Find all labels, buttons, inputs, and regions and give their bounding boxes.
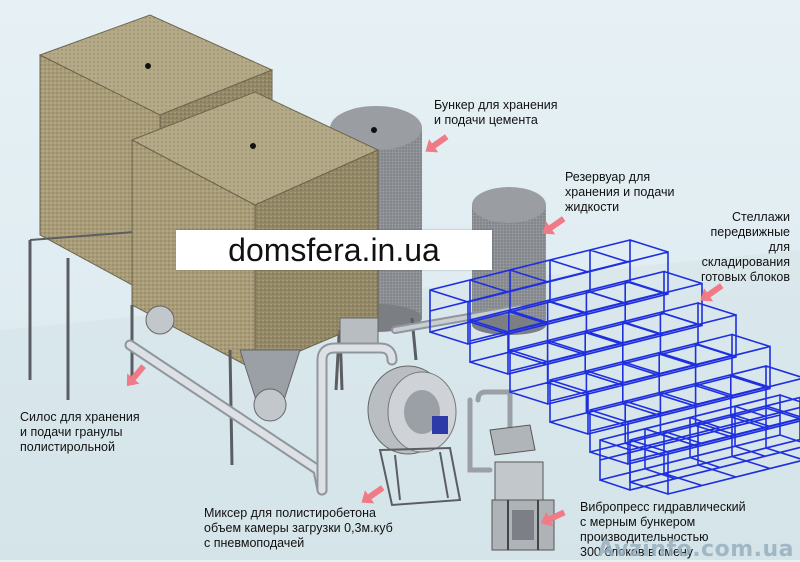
arrow-silo (126, 364, 146, 387)
rack-frame (549, 333, 771, 436)
label-line: хранения и подачи (565, 185, 675, 199)
label-line: Бункер для хранения (434, 98, 558, 112)
label-racks: Стеллажи передвижные для складирования г… (690, 210, 790, 285)
label-line: с пневмоподачей (204, 536, 305, 550)
label-line: Вибропресс гидравлический (580, 500, 746, 514)
label-line: Миксер для полистиробетона (204, 506, 376, 520)
label-line: 300 блоков в смену (580, 545, 694, 559)
watermark-box: domsfera.in.ua (176, 230, 492, 270)
storage-racks (429, 238, 800, 496)
corner-watermark: Avzinfo.com.ua (597, 537, 794, 562)
label-cement-bunker: Бункер для хранения и подачи цемента (434, 98, 558, 128)
label-line: объем камеры загрузки 0,3м.куб (204, 521, 393, 535)
label-liquid-tank: Резервуар для хранения и подачи жидкости (565, 170, 675, 215)
arrow-mixer (361, 485, 385, 504)
label-silo: Силос для хранения и подачи гранулы поли… (20, 410, 140, 455)
mixer (367, 365, 462, 507)
arrow-cement-bunker (425, 134, 449, 153)
label-line: Резервуар для (565, 170, 651, 184)
label-line: передвижные (710, 225, 790, 239)
arrow-liquid-tank (542, 216, 566, 235)
label-line: и подачи гранулы (20, 425, 123, 439)
label-line: производительностью (580, 530, 709, 544)
label-line: для (768, 240, 790, 254)
label-line: и подачи цемента (434, 113, 538, 127)
vibropress (489, 424, 555, 551)
label-line: готовых блоков (700, 270, 790, 284)
pneumatic-pipes (124, 304, 524, 496)
label-vibropress: Вибропресс гидравлический с мерным бунке… (580, 500, 746, 560)
label-line: с мерным бункером (580, 515, 696, 529)
callout-arrows (126, 134, 724, 527)
label-line: складирования (701, 255, 790, 269)
watermark-text: domsfera.in.ua (228, 232, 440, 268)
label-mixer: Миксер для полистиробетона объем камеры … (204, 506, 393, 551)
rack-frame (599, 393, 800, 492)
label-line: полистирольной (20, 440, 115, 454)
arrow-vibropress (540, 509, 566, 527)
label-line: жидкости (565, 200, 620, 214)
arrow-racks (700, 283, 724, 302)
label-line: Стеллажи (731, 210, 790, 224)
label-line: Силос для хранения (20, 410, 140, 424)
